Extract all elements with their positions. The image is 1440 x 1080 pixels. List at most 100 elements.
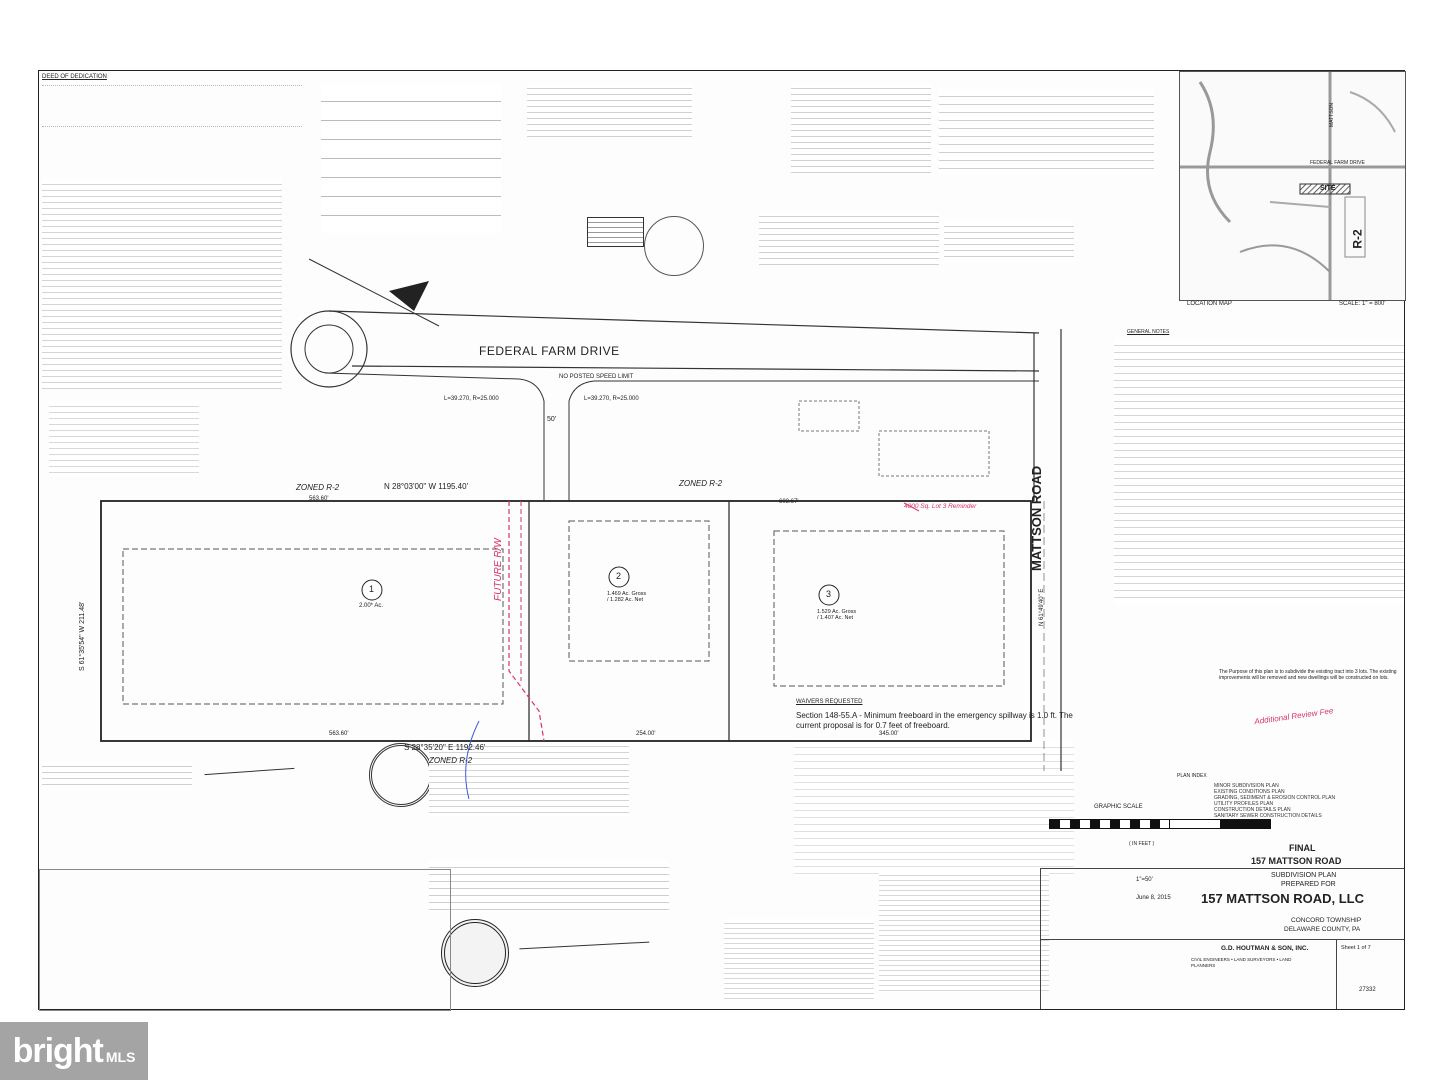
federal-farm-north-edge <box>328 310 1040 334</box>
disclaimer-block <box>724 919 874 999</box>
federal-farm-south-edge <box>351 365 1040 372</box>
title-block: 1"=50' June 8, 2015 SUBDIVISION PLAN PRE… <box>1040 868 1404 1009</box>
lot3-area: 1.529 Ac. Gross / 1.407 Ac. Net <box>817 609 857 621</box>
tb-divider <box>1041 939 1404 940</box>
curve-label-2: L=39.270, R=25.000 <box>584 396 639 402</box>
loc-federal-label: FEDERAL FARM DRIVE <box>1310 160 1365 166</box>
surveyor-seal <box>441 919 509 987</box>
zoned-top-left: ZONED R-2 <box>296 483 340 492</box>
notes-block-left <box>42 179 282 389</box>
future-row-label: FUTURE R/W <box>493 538 504 601</box>
tb-date: June 8, 2015 <box>1136 895 1171 901</box>
lot3-setback <box>773 530 1005 687</box>
red-note: 4000 Sq. Lot 3 Reminder <box>904 503 977 510</box>
lot2-number: 2 <box>616 571 622 581</box>
tb-prepared: PREPARED FOR <box>1281 881 1336 888</box>
north-arrow-line <box>308 258 440 327</box>
lot1-number: 1 <box>369 584 375 594</box>
tb-client: 157 MATTSON ROAD, LLC <box>1201 891 1364 906</box>
lot2-setback <box>568 520 710 662</box>
lot1-circle <box>361 579 383 601</box>
final-address: 157 MATTSON ROAD <box>1251 856 1342 866</box>
cul-de-sac-outer <box>290 310 368 388</box>
notes-right-column <box>1114 339 1404 604</box>
certification-bottom <box>429 861 669 911</box>
lot1-area: 2.00* Ac. <box>359 603 384 609</box>
plan-drawing <box>100 258 1062 800</box>
loc-site-label: SITE <box>1320 185 1336 192</box>
tb-township: CONCORD TOWNSHIP <box>1291 917 1362 924</box>
location-map-title: LOCATION MAP <box>1187 301 1232 307</box>
general-notes-title: GENERAL NOTES <box>1127 329 1170 335</box>
curve-label-1: L=39.270, R=25.000 <box>444 396 499 402</box>
dim-top-left: 563.60' <box>309 496 329 502</box>
plan-index-item: SANITARY SEWER CONSTRUCTION DETAILS <box>1214 813 1322 819</box>
dim-bottom-right: 345.00' <box>879 731 899 737</box>
plan-sheet: DEED OF DEDICATION GENERAL NOTES The Pur… <box>38 70 1406 1011</box>
tb-firm-sub: CIVIL ENGINEERS • LAND SURVEYORS • LAND … <box>1191 957 1292 968</box>
plan-index-item: UTILITY PROFILES PLAN <box>1214 801 1274 807</box>
bearing-bottom: S 28°35'20" E 1192.46' <box>404 743 486 752</box>
tb-sheet: Sheet 1 of 7 <box>1341 945 1371 951</box>
recorder-box <box>39 869 451 1011</box>
sight-distance-block <box>759 211 939 266</box>
dim-50: 50' <box>547 416 557 423</box>
plan-index-item: GRADING, SEDIMENT & EROSION CONTROL PLAN <box>1214 795 1336 801</box>
zoned-bottom: ZONED R-2 <box>429 756 473 765</box>
location-map: FEDERAL FARM DRIVE SITE R-2 MATTSON <box>1179 71 1406 301</box>
blue-annotation-line <box>465 720 480 800</box>
tb-divider-v <box>1336 939 1337 1009</box>
lot-frontage-east <box>568 380 1039 501</box>
mattson-road-label: MATTSON ROAD <box>1029 465 1044 571</box>
plan-index-item: CONSTRUCTION DETAILS PLAN <box>1214 807 1291 813</box>
approval-block <box>321 83 501 233</box>
tb-firm: G.D. HOUTMAN & SON, INC. <box>1221 945 1309 952</box>
lot3-number: 3 <box>826 589 832 599</box>
tb-type: SUBDIVISION PLAN <box>1271 872 1337 879</box>
waiver-title: WAIVERS REQUESTED <box>796 699 863 705</box>
purpose-text: The Purpose of this plan is to subdivide… <box>1219 669 1397 681</box>
lot2-circle <box>608 566 630 588</box>
graphic-scale-title: GRAPHIC SCALE <box>1094 804 1143 810</box>
graphic-scale-bar <box>1049 819 1171 829</box>
permits-block <box>944 221 1074 261</box>
final-label: FINAL <box>1289 843 1316 853</box>
graphic-scale-bar-2 <box>1169 819 1271 829</box>
waiver-text: Section 148-55.A - Minimum freeboard in … <box>796 711 1073 730</box>
cul-de-sac-inner <box>304 324 354 374</box>
existing-house <box>878 430 990 477</box>
lot2-area: 1.469 Ac. Gross / 1.282 Ac. Net <box>607 591 647 603</box>
existing-barn <box>798 400 860 432</box>
watermark-bright: bright <box>12 1031 104 1070</box>
tb-scale: 1"=50' <box>1136 877 1153 883</box>
stormwater-block <box>429 741 629 816</box>
street-trees-block <box>791 83 931 173</box>
notes-block-center <box>879 871 1049 991</box>
graphic-scale-units: ( IN FEET ) <box>1129 841 1155 847</box>
owners-table <box>49 401 199 476</box>
location-map-scale: SCALE: 1" = 800' <box>1339 301 1386 307</box>
red-annotation-leader <box>903 502 920 512</box>
location-map-graphic <box>1180 72 1405 300</box>
notary-stamp <box>587 217 644 247</box>
zoned-top-right: ZONED R-2 <box>679 479 723 488</box>
lot1-setback <box>122 548 504 705</box>
tract-boundary <box>100 500 1032 742</box>
dim-bottom-left: 563.60' <box>329 731 349 737</box>
plan-index-item: MINOR SUBDIVISION PLAN <box>1214 783 1279 789</box>
lot-frontage-west <box>324 372 545 501</box>
federal-farm-label: FEDERAL FARM DRIVE <box>479 344 620 358</box>
site-data-table <box>939 89 1154 174</box>
future-row-line <box>508 501 545 742</box>
deed-title: DEED OF DEDICATION <box>42 74 107 80</box>
bearing-mattson: N 61°49'40" E <box>1039 588 1045 626</box>
bearing-top: N 28°03'00" W 1195.40' <box>384 482 469 491</box>
lot3-circle <box>818 584 840 606</box>
certification-left <box>42 761 192 789</box>
tb-job: 27332 <box>1359 987 1376 993</box>
waiver-detail-block <box>794 741 1074 876</box>
notary-seal <box>644 216 704 276</box>
no-speed-label: NO POSTED SPEED LIMIT <box>559 374 634 380</box>
dim-bottom-mid: 254.00' <box>636 731 656 737</box>
